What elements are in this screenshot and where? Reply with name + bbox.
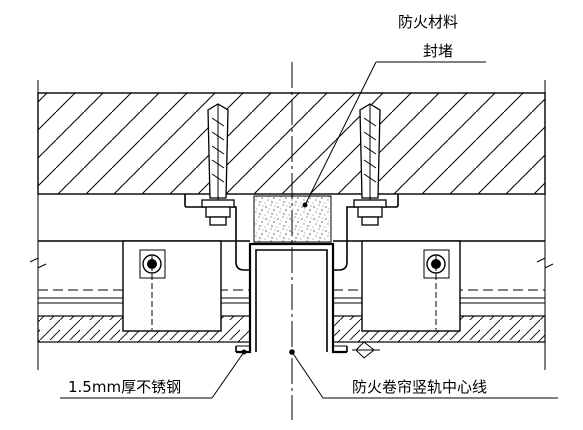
dimension-mark — [352, 341, 380, 359]
label-fire-material: 防火材料 — [398, 13, 458, 31]
right-bracket — [333, 194, 461, 332]
label-sealing: 封堵 — [423, 42, 453, 60]
label-rail-centerline: 防火卷帘竖轨中心线 — [352, 378, 487, 396]
left-anchor-bolt — [201, 103, 235, 226]
leader-lines — [60, 61, 558, 399]
label-steel-thickness: 1.5mm厚不锈钢 — [68, 378, 181, 396]
right-anchor-bolt — [353, 103, 387, 226]
left-bracket — [122, 194, 250, 332]
